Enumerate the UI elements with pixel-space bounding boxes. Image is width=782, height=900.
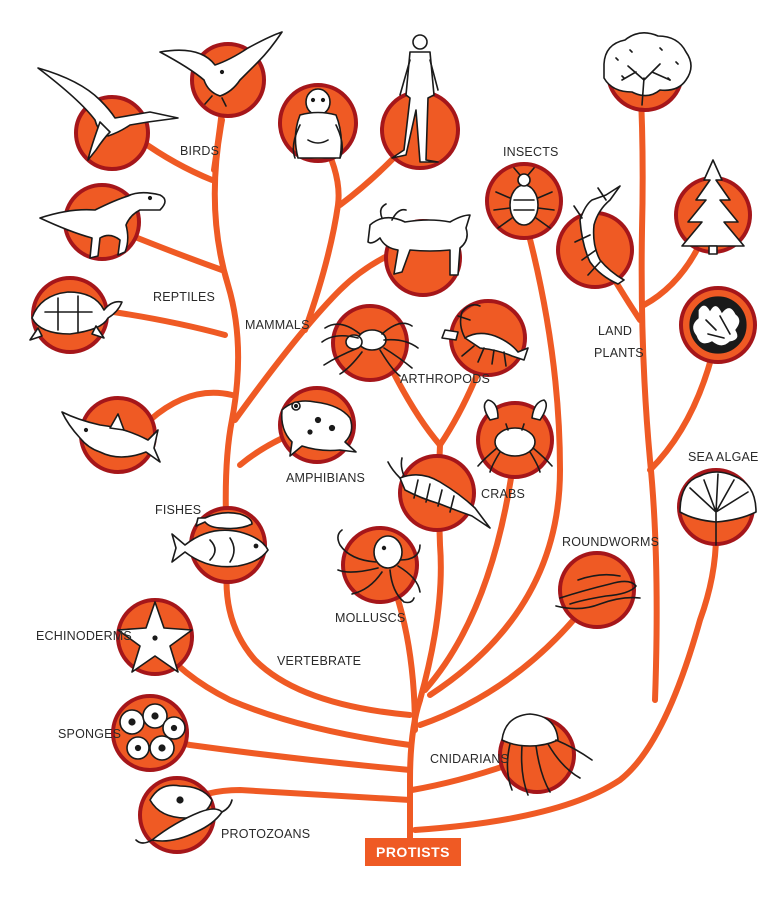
scorpion-icon — [441, 304, 529, 367]
root-box — [365, 838, 461, 866]
branch-mammals-apes — [302, 132, 342, 333]
eagle-icon — [159, 31, 283, 107]
sea-algae-fan-icon — [679, 471, 757, 546]
frog-icon — [280, 400, 357, 457]
fish-icon — [171, 511, 269, 568]
branch-trunk — [407, 697, 423, 843]
label-vertebrate: VERTEBRATE — [277, 654, 361, 668]
label-amphibians: AMPHIBIANS — [286, 471, 365, 485]
label-arthropods: ARTHROPODS — [400, 372, 490, 386]
node-starfish — [116, 598, 194, 676]
label-land-plants-line2: PLANTS — [594, 346, 644, 360]
sponge-icon — [119, 703, 186, 761]
jellyfish-icon — [501, 713, 593, 796]
root-label: PROTISTS — [376, 844, 450, 860]
shrimp-icon — [387, 457, 491, 529]
node-roundworms — [555, 551, 641, 629]
crab-icon — [477, 399, 553, 473]
label-sea-algae: SEA ALGAE — [688, 450, 759, 464]
branch-insects — [427, 217, 563, 698]
label-reptiles: REPTILES — [153, 290, 215, 304]
label-sponges: SPONGES — [58, 727, 121, 741]
node-crab — [476, 399, 554, 479]
dolphin-icon — [61, 411, 161, 463]
dinosaur-icon — [39, 191, 166, 259]
spider-icon — [321, 322, 419, 377]
branches — [97, 72, 721, 843]
branch-plants — [412, 512, 719, 833]
node-frog — [278, 386, 357, 464]
node-wildebeest — [367, 203, 471, 297]
branch-reptiles-dino — [127, 232, 225, 273]
node-bug — [485, 162, 563, 240]
octopus-icon — [337, 529, 421, 604]
branch-plants-stem — [637, 72, 660, 703]
insect-bug-icon — [493, 167, 555, 229]
label-crabs: CRABS — [481, 487, 525, 501]
label-echinoderms: ECHINODERMS — [36, 629, 132, 643]
branch-roundworms — [417, 597, 593, 728]
label-protozoans: PROTOZOANS — [221, 827, 310, 841]
root-node: PROTISTS — [365, 838, 461, 866]
node-human — [380, 34, 460, 170]
pterosaur-icon — [37, 67, 179, 161]
branch-protozoans — [177, 787, 413, 808]
node-dinosaur — [39, 183, 166, 261]
node-shrimp — [387, 454, 491, 532]
starfish-icon — [117, 601, 193, 673]
human-icon — [391, 34, 439, 163]
label-roundworms: ROUNDWORMS — [562, 535, 659, 549]
branch-molluscs — [392, 587, 418, 733]
label-fishes: FISHES — [155, 503, 201, 517]
tree-icon — [603, 32, 692, 106]
node-fish — [171, 506, 269, 584]
label-mammals: MAMMALS — [245, 318, 310, 332]
label-cnidarians: CNIDARIANS — [430, 752, 509, 766]
node-jellyfish — [498, 713, 593, 796]
label-molluscs: MOLLUSCS — [335, 611, 405, 625]
node-mantis — [556, 185, 634, 289]
roundworm-icon — [555, 573, 641, 610]
node-eagle — [159, 31, 283, 118]
node-octopus — [337, 526, 421, 604]
labels: BIRDS REPTILES MAMMALS FISHES AMPHIBIANS… — [36, 144, 759, 841]
node-spider — [321, 304, 419, 382]
branch-dolphin — [147, 389, 235, 423]
seaweed-icon — [689, 296, 747, 354]
label-land-plants-line1: LAND — [598, 324, 632, 338]
node-seaweed — [679, 286, 757, 364]
node-pterosaur — [37, 67, 179, 171]
branch-vertebrate-stem — [211, 117, 242, 563]
node-protozoa — [135, 776, 233, 854]
turtle-icon — [29, 291, 123, 341]
protozoa-icon — [135, 784, 233, 844]
node-tree — [603, 32, 692, 112]
node-sponges — [111, 694, 189, 772]
fir-tree-icon — [681, 159, 745, 255]
label-birds: BIRDS — [180, 144, 219, 158]
node-dolphin — [61, 396, 161, 474]
node-fir — [674, 159, 752, 255]
node-scorpion — [441, 299, 529, 377]
branch-crabs — [422, 447, 518, 693]
node-chimp — [278, 83, 358, 163]
wildebeest-icon — [367, 203, 471, 276]
chimpanzee-icon — [292, 88, 344, 159]
branch-reptiles-turtle — [97, 307, 228, 338]
mantis-icon — [573, 185, 625, 285]
branch-vertebrate — [223, 557, 413, 718]
branch-mammals — [232, 247, 403, 423]
node-sea-algae — [677, 468, 757, 546]
node-turtle — [29, 276, 123, 354]
label-insects: INSECTS — [503, 145, 559, 159]
